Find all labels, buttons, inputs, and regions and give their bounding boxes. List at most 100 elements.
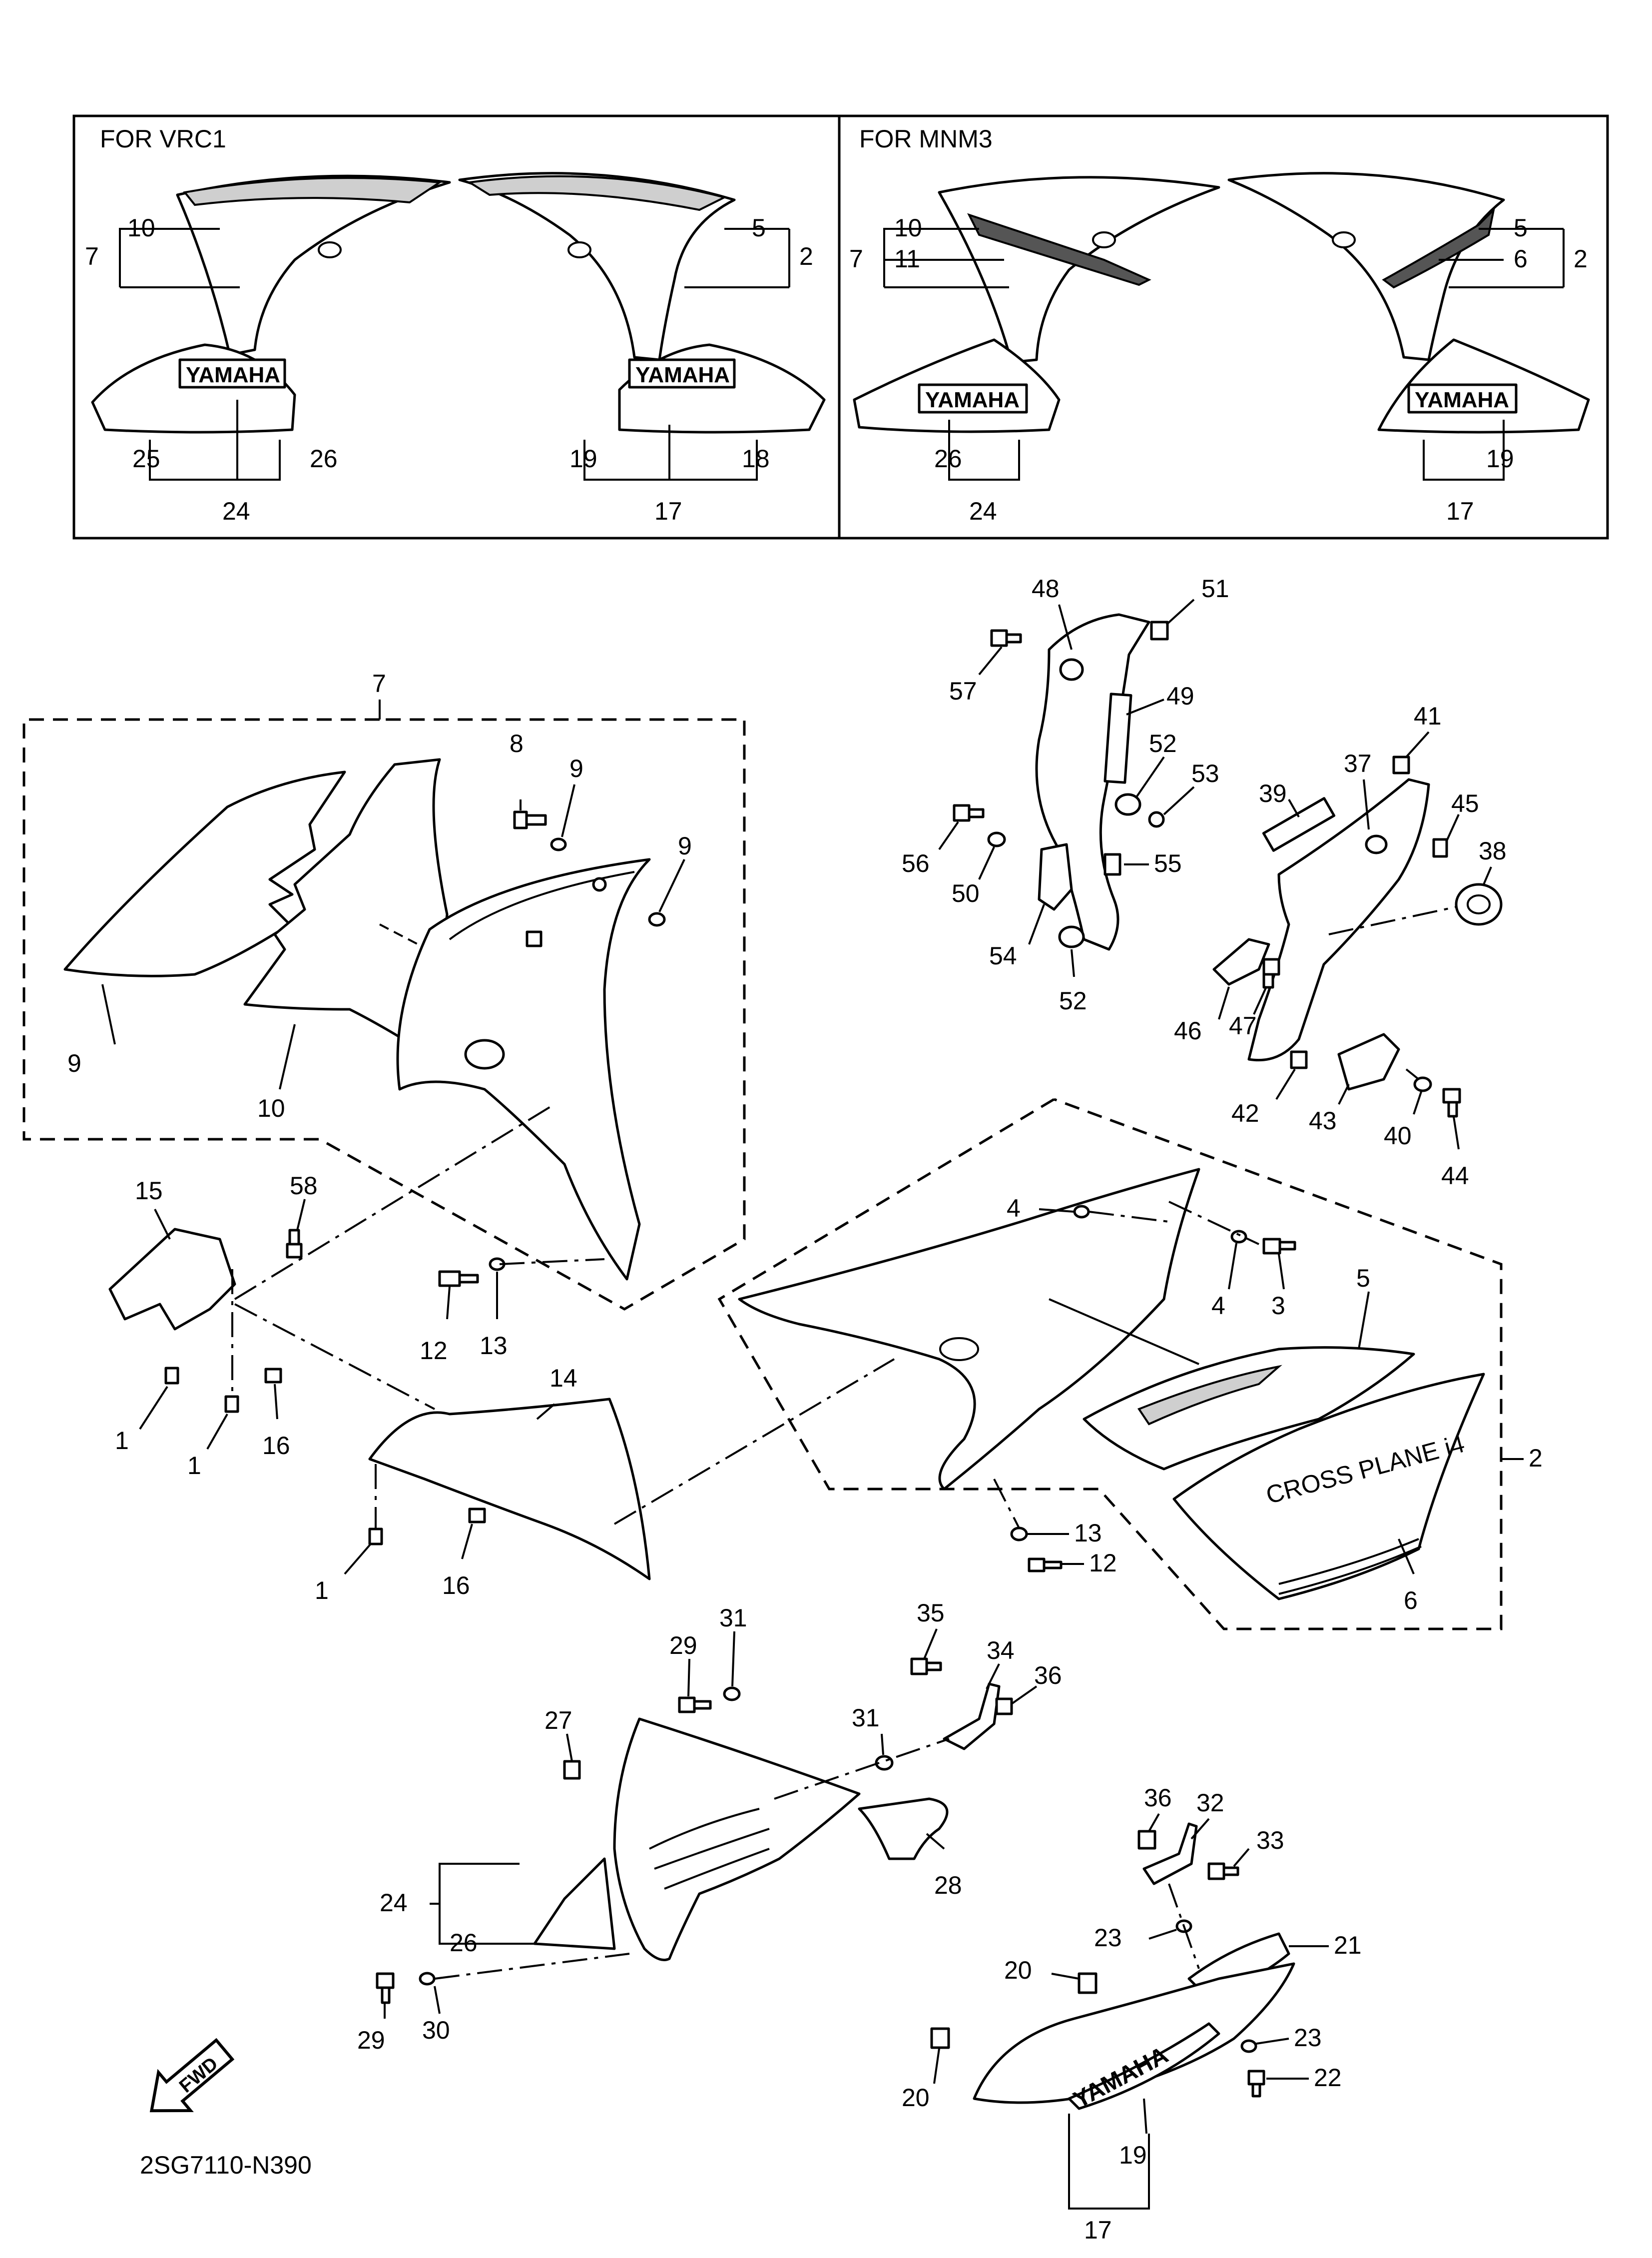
callout-53: 53	[1191, 759, 1219, 787]
bracket-15	[108, 1228, 236, 1331]
callout-39: 39	[1259, 779, 1287, 807]
leader-16a	[274, 1384, 278, 1420]
damper-55	[1103, 853, 1121, 876]
leader-31a	[731, 1631, 735, 1687]
cowl-grommet	[464, 1039, 505, 1070]
callout-20: 20	[902, 2084, 930, 2112]
screw-3	[1262, 1238, 1296, 1255]
callout-36: 36	[1144, 1784, 1172, 1812]
callout-37: 37	[1344, 750, 1372, 777]
leader-48	[1058, 604, 1073, 650]
washer-4b	[1230, 1230, 1247, 1244]
leader-34	[986, 1663, 1000, 1689]
leader-42	[1275, 1068, 1296, 1100]
leader-4b	[1228, 1243, 1237, 1290]
callout-49: 49	[1166, 682, 1194, 710]
callout-20: 20	[1004, 1956, 1032, 1984]
inset-mnm3-logo-right: YAMAHA	[1415, 388, 1509, 412]
assembly-7-boundary	[22, 700, 746, 1311]
axis-screw-cowl	[499, 1258, 605, 1265]
leader-56	[938, 821, 959, 850]
callout-38: 38	[1479, 837, 1507, 865]
callout-22: 22	[1314, 2064, 1342, 2092]
leader-4a	[1039, 1208, 1075, 1213]
leader-23b	[1256, 2038, 1289, 2045]
bolt-47	[1262, 958, 1280, 989]
callout-9b: 9	[678, 832, 692, 860]
axis-4a	[1089, 1211, 1169, 1223]
callout-12: 12	[1089, 1549, 1117, 1577]
inset-vrc1-left-lower-panel	[91, 343, 296, 434]
axis-38	[1328, 906, 1457, 935]
callout-40: 40	[1384, 1122, 1412, 1150]
seal-39	[1262, 797, 1336, 852]
axis-30	[434, 1953, 630, 1980]
grommet-52b	[1058, 925, 1085, 948]
diagram-code: 2SG7110-N390	[140, 2151, 312, 2179]
callout-16: 16	[442, 1571, 470, 1599]
rivet-1b	[224, 1395, 239, 1413]
inset-mnm3-logo-left: YAMAHA	[925, 388, 1020, 412]
leader-36b	[1148, 1813, 1160, 1832]
axis-23a	[1168, 1883, 1200, 1969]
leader-47	[1253, 986, 1267, 1015]
decal-11	[243, 758, 449, 1051]
callout-33: 33	[1256, 1826, 1284, 1854]
callout-5: 5	[1514, 214, 1528, 242]
callout-43: 43	[1309, 1107, 1337, 1135]
callout-12: 12	[420, 1337, 448, 1365]
leader-5	[1358, 1291, 1370, 1350]
decal-5	[1083, 1346, 1415, 1471]
callout-19: 19	[1119, 2141, 1147, 2169]
callout-48: 48	[1032, 575, 1060, 603]
callout-5: 5	[752, 214, 766, 242]
callout-19: 19	[569, 445, 597, 473]
inset-mnm3-right-cowl	[1227, 172, 1505, 361]
bolt-56	[953, 804, 985, 822]
axis-lower-cowl-stay	[774, 1738, 950, 1800]
leader-6	[1398, 1538, 1415, 1574]
screw-22	[1247, 2070, 1265, 2098]
inset-vrc1-logo-right: YAMAHA	[635, 363, 730, 387]
assembly-2-boundary	[717, 1098, 1524, 1630]
callout-17: 17	[654, 497, 682, 525]
callout-17: 17	[1446, 497, 1474, 525]
grommet-38-inner	[1467, 894, 1491, 914]
nut-41	[1392, 755, 1410, 774]
callout-26: 26	[310, 445, 338, 473]
callout-44: 44	[1441, 1162, 1469, 1190]
leader-49	[1126, 699, 1164, 716]
leader-46	[1218, 986, 1230, 1020]
callout-10: 9	[67, 1049, 81, 1077]
callout-9: 9	[569, 754, 583, 782]
leader-57	[978, 646, 1003, 676]
leader-1c	[344, 1543, 372, 1575]
callout-2: 2	[1529, 1444, 1543, 1472]
fwd-arrow-icon: FWD	[149, 2038, 235, 2113]
decal-5-stripe	[1137, 1365, 1282, 1426]
callout-21: 21	[1334, 1931, 1362, 1959]
callout-18: 18	[742, 445, 770, 473]
inset-vrc1-logo-left: YAMAHA	[186, 363, 280, 387]
callout-57: 57	[949, 677, 977, 705]
callout-30: 30	[422, 2016, 450, 2044]
leader-12	[446, 1286, 451, 1320]
callout-29: 29	[669, 1631, 697, 1659]
callout-55: 55	[1154, 849, 1182, 877]
axis-13b	[993, 1479, 1020, 1528]
callout-29: 29	[357, 2026, 385, 2054]
callout-28: 28	[934, 1871, 962, 1899]
leader-52a	[1135, 756, 1165, 798]
duct-37-hole	[1365, 834, 1388, 854]
washer-31a	[723, 1686, 741, 1701]
callout-52: 52	[1059, 987, 1087, 1015]
inset-vrc1-left-cowl	[176, 174, 451, 356]
bolt-8	[513, 810, 547, 829]
washer-13b	[1010, 1526, 1028, 1541]
callout-26: 26	[450, 1929, 478, 1957]
leader-30	[434, 1986, 441, 2014]
washer-23b	[1240, 2039, 1257, 2053]
axis-4b	[1168, 1201, 1259, 1245]
nut-42	[1290, 1050, 1308, 1069]
